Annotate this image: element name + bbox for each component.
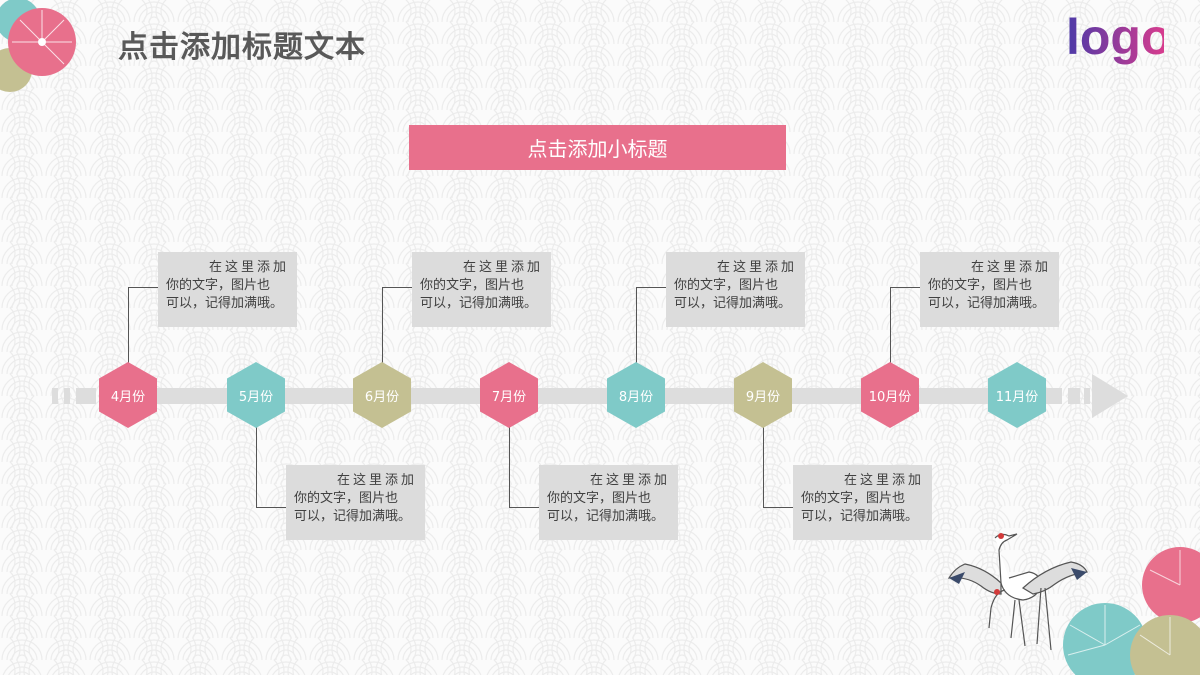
month-label: 9月份 <box>745 389 781 405</box>
textbox-line-2: 你的文字，图片也 <box>801 491 906 506</box>
timeline-textbox-4: 在这里添加 你的文字，图片也 可以，记得加满哦。 <box>158 252 297 327</box>
textbox-line-1: 在这里添加 <box>336 473 417 488</box>
page-title: 点击添加标题文本 <box>118 30 366 65</box>
corner-fan-decoration-bottom-right <box>1063 547 1200 675</box>
timeline-textbox-6: 在这里添加 你的文字，图片也 可以，记得加满哦。 <box>412 252 551 327</box>
textbox-line-2: 你的文字，图片也 <box>674 278 779 293</box>
textbox-line-1: 在这里添加 <box>843 473 924 488</box>
connector-line-10 <box>890 287 921 363</box>
connector-line-6 <box>382 287 413 363</box>
month-hexagon-10: 10月份 <box>861 362 919 428</box>
textbox-line-3: 可以，记得加满哦。 <box>801 509 919 524</box>
textbox-line-3: 可以，记得加满哦。 <box>420 296 538 311</box>
textbox-line-1: 在这里添加 <box>589 473 670 488</box>
connector-line-8 <box>636 287 667 363</box>
month-hexagon-9: 9月份 <box>734 362 792 428</box>
month-label: 11月份 <box>995 389 1039 405</box>
month-label: 7月份 <box>491 389 527 405</box>
textbox-line-1: 在这里添加 <box>970 260 1051 275</box>
timeline-textbox-7: 在这里添加 你的文字，图片也 可以，记得加满哦。 <box>539 465 678 540</box>
textbox-line-3: 可以，记得加满哦。 <box>674 296 792 311</box>
textbox-line-3: 可以，记得加满哦。 <box>166 296 284 311</box>
month-label: 5月份 <box>238 389 274 405</box>
timeline-textbox-10: 在这里添加 你的文字，图片也 可以，记得加满哦。 <box>920 252 1059 327</box>
textbox-line-3: 可以，记得加满哦。 <box>928 296 1046 311</box>
logo-text: logo <box>1066 9 1164 65</box>
crane-illustration <box>947 533 1088 651</box>
textbox-line-1: 在这里添加 <box>462 260 543 275</box>
month-label: 4月份 <box>110 389 146 405</box>
month-label: 8月份 <box>618 389 654 405</box>
textbox-line-1: 在这里添加 <box>208 260 289 275</box>
textbox-line-2: 你的文字，图片也 <box>294 491 399 506</box>
connector-line-4 <box>128 287 159 363</box>
timeline-arrow <box>52 374 1128 418</box>
textbox-line-3: 可以，记得加满哦。 <box>547 509 665 524</box>
textbox-line-2: 你的文字，图片也 <box>166 278 271 293</box>
timeline-textbox-5: 在这里添加 你的文字，图片也 可以，记得加满哦。 <box>286 465 425 540</box>
textbox-line-1: 在这里添加 <box>716 260 797 275</box>
logo: logo <box>1066 9 1164 65</box>
textbox-line-2: 你的文字，图片也 <box>928 278 1033 293</box>
subtitle-text: 点击添加小标题 <box>527 137 668 161</box>
month-hexagon-8: 8月份 <box>607 362 665 428</box>
month-label: 10月份 <box>868 389 912 405</box>
textbox-line-2: 你的文字，图片也 <box>420 278 525 293</box>
connector-line-7 <box>509 427 540 508</box>
corner-fan-decoration-top-left <box>0 0 76 92</box>
connector-line-5 <box>256 427 287 508</box>
textbox-line-2: 你的文字，图片也 <box>547 491 652 506</box>
timeline-textbox-8: 在这里添加 你的文字，图片也 可以，记得加满哦。 <box>666 252 805 327</box>
textbox-line-3: 可以，记得加满哦。 <box>294 509 412 524</box>
timeline-textbox-9: 在这里添加 你的文字，图片也 可以，记得加满哦。 <box>793 465 932 540</box>
connector-line-9 <box>763 427 794 508</box>
month-label: 6月份 <box>364 389 400 405</box>
subtitle-bar: 点击添加小标题 <box>409 125 786 170</box>
